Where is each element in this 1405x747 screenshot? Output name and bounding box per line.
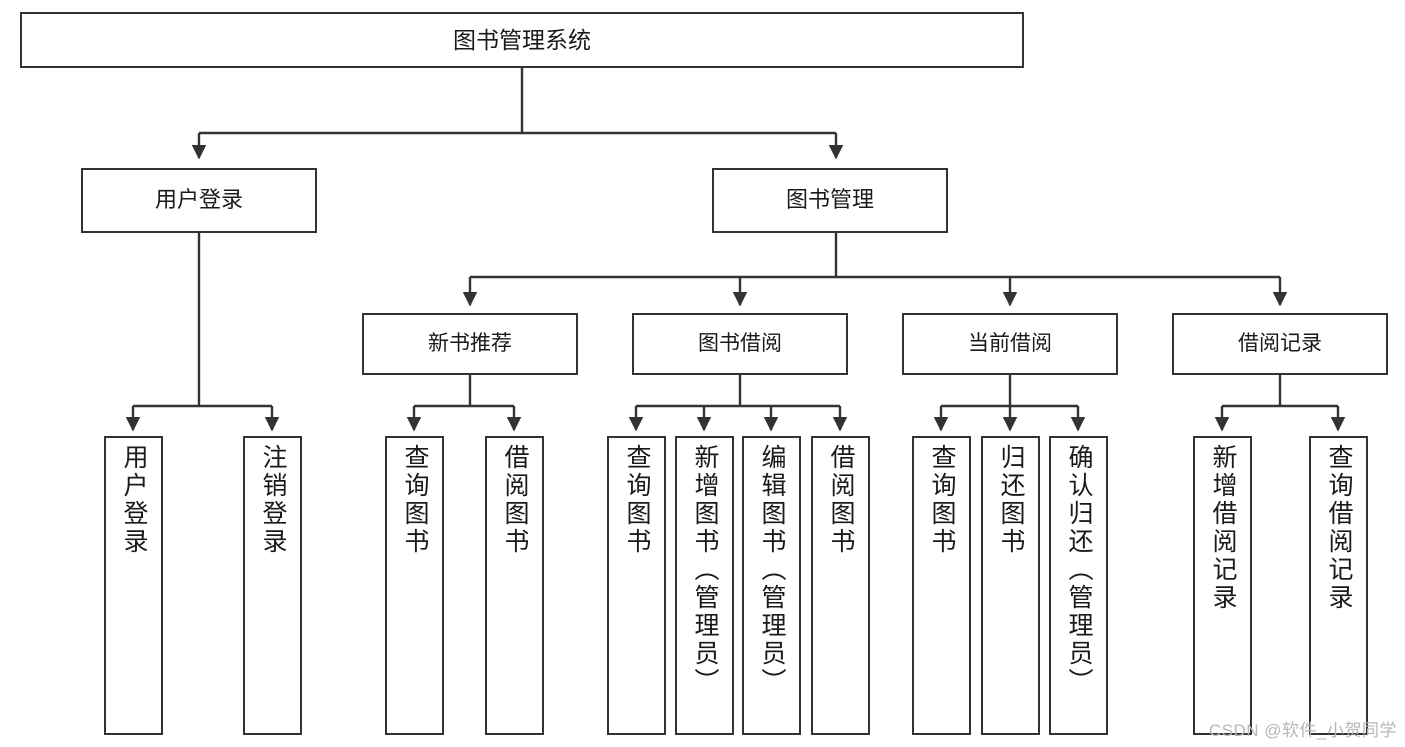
node-label: 借阅记录 [1238, 332, 1322, 356]
node-label: 图书管理系统 [453, 26, 591, 53]
node-label: 借阅图书 [827, 444, 855, 556]
node-book-borrow[interactable]: 图书借阅 [632, 313, 848, 375]
watermark-text: CSDN @软件_小贺同学 [1208, 721, 1397, 740]
node-label: 用户登录 [120, 444, 148, 556]
node-root-system[interactable]: 图书管理系统 [20, 12, 1024, 68]
node-borrow-record[interactable]: 借阅记录 [1172, 313, 1388, 375]
node-label: 图书管理 [785, 187, 874, 213]
leaf-recommend-borrow-book[interactable]: 借阅图书 [485, 436, 544, 735]
node-label: 注销登录 [259, 444, 287, 556]
node-label: 查询图书 [928, 444, 956, 556]
leaf-recommend-query-book[interactable]: 查询图书 [385, 436, 444, 735]
node-label: 新书推荐 [428, 332, 512, 356]
node-label: 新增借阅记录 [1209, 444, 1237, 612]
leaf-borrow-borrow-book[interactable]: 借阅图书 [811, 436, 870, 735]
node-label: 新增图书（管理员） [691, 444, 719, 696]
leaf-current-return-book[interactable]: 归还图书 [981, 436, 1040, 735]
node-label: 用户登录 [154, 187, 243, 213]
node-label: 归还图书 [997, 444, 1025, 556]
node-label: 当前借阅 [968, 332, 1052, 356]
node-user-login[interactable]: 用户登录 [81, 168, 317, 233]
node-label: 借阅图书 [501, 444, 529, 556]
node-new-book-recommend[interactable]: 新书推荐 [362, 313, 578, 375]
node-label: 图书借阅 [698, 332, 782, 356]
node-label: 确认归还（管理员） [1065, 444, 1093, 696]
leaf-current-query-book[interactable]: 查询图书 [912, 436, 971, 735]
leaf-borrow-edit-book-admin[interactable]: 编辑图书（管理员） [742, 436, 801, 735]
node-label: 查询图书 [401, 444, 429, 556]
leaf-current-confirm-return-admin[interactable]: 确认归还（管理员） [1049, 436, 1108, 735]
leaf-borrow-query-book[interactable]: 查询图书 [607, 436, 666, 735]
node-label: 查询借阅记录 [1325, 444, 1353, 612]
leaf-user-login-logout[interactable]: 注销登录 [243, 436, 302, 735]
leaf-record-query-record[interactable]: 查询借阅记录 [1309, 436, 1368, 735]
node-label: 编辑图书（管理员） [758, 444, 786, 696]
leaf-borrow-add-book-admin[interactable]: 新增图书（管理员） [675, 436, 734, 735]
node-current-borrow[interactable]: 当前借阅 [902, 313, 1118, 375]
node-book-management[interactable]: 图书管理 [712, 168, 948, 233]
leaf-record-add-record[interactable]: 新增借阅记录 [1193, 436, 1252, 735]
node-label: 查询图书 [623, 444, 651, 556]
leaf-user-login-login[interactable]: 用户登录 [104, 436, 163, 735]
